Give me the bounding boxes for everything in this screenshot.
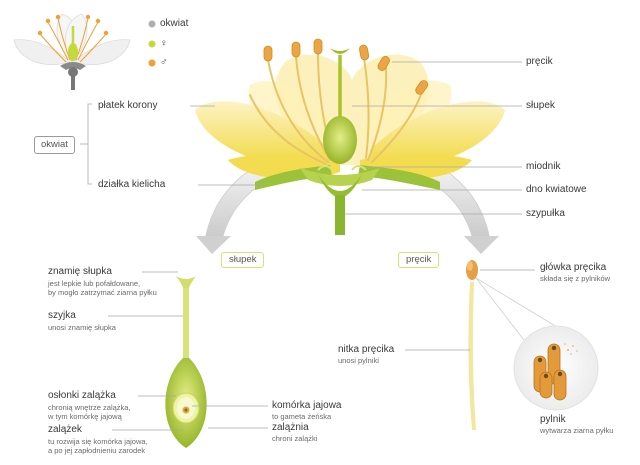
desc-glowka: składa się z pylników: [540, 274, 611, 283]
desc-szyjka: unosi znamię słupka: [48, 323, 116, 332]
desc-znamie-2: by mogło zatrzymać ziarna pyłku: [48, 288, 157, 297]
label-komorka-jajowa: komórka jajowa: [272, 400, 342, 411]
tag-precik: pręcik: [398, 252, 440, 268]
legend-dots: [148, 20, 156, 67]
label-zalaznia: zalążnia: [272, 422, 309, 433]
label-szypulka: szypułka: [526, 208, 565, 219]
label-precik: pręcik: [526, 56, 553, 67]
label-znamie-slupka: znamię słupka: [48, 266, 112, 277]
label-dno-kwiatowe: dno kwiatowe: [526, 184, 587, 195]
desc-znamie-1: jest lepkie lub pofałdowane,: [48, 279, 141, 288]
legend-label-female: ♀: [160, 38, 168, 49]
label-slupek: słupek: [526, 100, 555, 111]
main-flower: [195, 38, 505, 235]
label-nitka-precika: nitka pręcika: [338, 344, 395, 355]
desc-pylnik: wytwarza ziarna pyłku: [540, 426, 614, 435]
label-szyjka: szyjka: [48, 310, 76, 321]
desc-oslonki-1: chronią wnętrze zalążka,: [48, 403, 131, 412]
pistil-detail: [165, 276, 207, 448]
desc-oslonki-2: w tym komórkę jajową: [48, 412, 122, 421]
legend-label-male: ♂: [160, 57, 168, 68]
legend-flower-icon: [13, 13, 131, 90]
desc-nitka: unosi pylniki: [338, 356, 379, 365]
stamen-detail: [466, 260, 478, 430]
leader-lines: [80, 61, 535, 431]
desc-zalazek-2: a po jej zapłodnieniu zarodek: [48, 446, 146, 455]
desc-zalazek-1: tu rozwija się komórka jajowa,: [48, 437, 148, 446]
legend-label-okwiat: okwiat: [160, 18, 189, 29]
okwiat-box: okwiat: [34, 136, 75, 154]
label-pylnik: pylnik: [540, 414, 566, 425]
label-glowka-precika: główka pręcika: [540, 262, 607, 273]
desc-komorka: to gameta żeńska: [272, 412, 332, 421]
label-platek-korony: płatek korony: [98, 100, 158, 111]
label-zalazek: zalążek: [48, 424, 82, 435]
label-dzialka-kielicha: działka kielicha: [98, 179, 166, 190]
label-miodnik: miodnik: [526, 161, 561, 172]
anther-circle: [475, 277, 599, 411]
tag-slupek: słupek: [221, 252, 265, 268]
label-oslonki-zalazka: osłonki zalążka: [48, 390, 116, 401]
desc-zalaznia: chroni zalążki: [272, 434, 318, 443]
